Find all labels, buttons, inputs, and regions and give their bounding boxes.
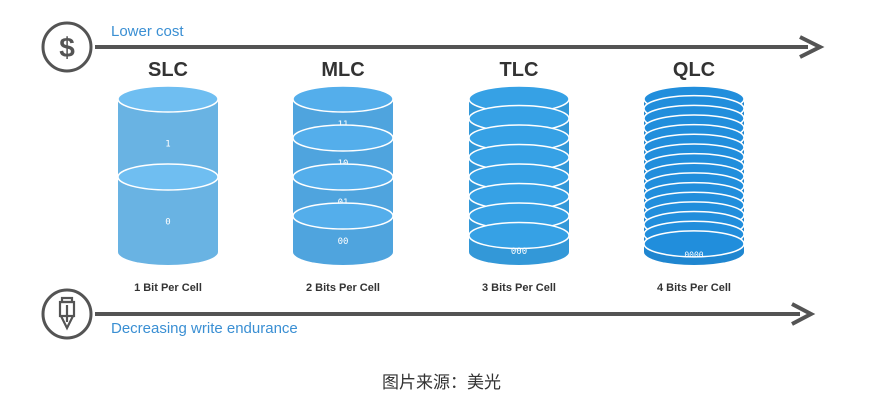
- column-caption: 1 Bit Per Cell: [134, 282, 202, 294]
- cost-arrow-label: Lower cost: [111, 23, 184, 40]
- pen-icon: [58, 296, 76, 331]
- level-label: 0000: [684, 251, 703, 260]
- dollar-icon: $: [59, 32, 75, 63]
- column-qlc: QLC1111111011011100101110101001100001110…: [643, 59, 745, 294]
- column-title: TLC: [500, 59, 539, 81]
- column-slc: SLC 1 0 1 Bit Per Cell: [117, 59, 219, 294]
- level-label: 1: [165, 140, 170, 150]
- column-caption: 3 Bits Per Cell: [482, 282, 556, 294]
- column-title: SLC: [148, 59, 188, 81]
- cell-level: 0: [117, 163, 219, 265]
- endurance-arrow-label: Decreasing write endurance: [111, 320, 298, 337]
- column-mlc: MLC111001002 Bits Per Cell: [292, 59, 394, 294]
- level-label: 00: [338, 237, 349, 247]
- image-source-caption: 图片来源：美光: [382, 373, 501, 393]
- column-title: QLC: [673, 59, 715, 81]
- column-caption: 2 Bits Per Cell: [306, 282, 380, 294]
- cost-arrow: $ Lower cost: [41, 21, 825, 73]
- column-tlc: TLC1111101011000110100010003 Bits Per Ce…: [468, 59, 570, 294]
- cell-level: 000: [468, 221, 570, 265]
- column-title: MLC: [321, 59, 364, 81]
- column-caption: 4 Bits Per Cell: [657, 282, 731, 294]
- level-label: 0: [165, 218, 170, 228]
- cell-level: 0000: [643, 230, 745, 265]
- cell-level: 00: [292, 202, 394, 265]
- level-label: 000: [511, 247, 527, 257]
- endurance-arrow: Decreasing write endurance: [41, 288, 816, 340]
